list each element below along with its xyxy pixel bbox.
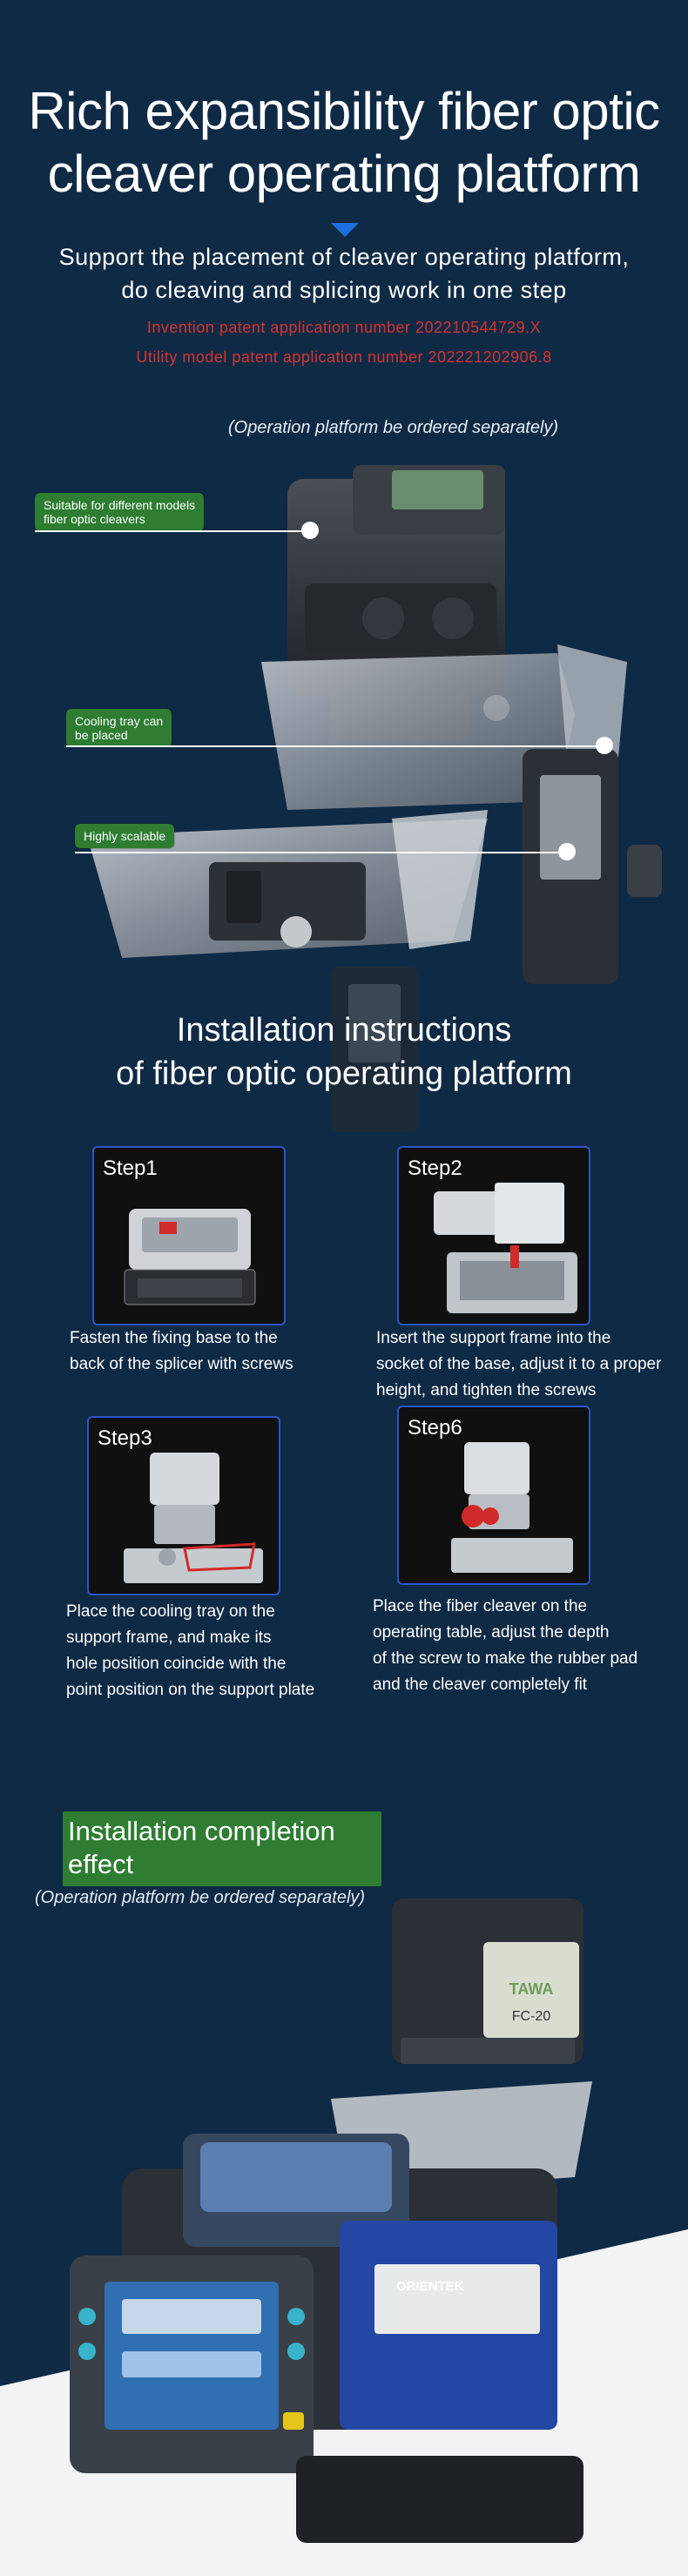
brand-logo-text: TAWA [509,1980,554,1998]
subtitle-line1: Support the placement of cleaver operati… [58,244,630,270]
callout-different-models: Suitable for different models fiber opti… [35,493,205,531]
completion-title-line2: effect [68,1849,134,1879]
page-title: Rich expansibility fiber optic cleaver o… [0,80,688,206]
splicer-brand-text: ORIENTEK [396,2279,464,2294]
step-label: Step6 [408,1416,462,1440]
installation-title: Installation instructions of fiber optic… [0,1008,688,1096]
subtitle-line2: do cleaving and splicing work in one ste… [121,277,567,303]
step3-description: Place the cooling tray on the support fr… [66,1602,315,1699]
callout-line [66,745,604,747]
step1-description: Fasten the fixing base to the back of th… [70,1329,293,1373]
step3-card: Step3 [87,1416,280,1595]
step1-image [124,1209,256,1305]
callout-line [35,530,312,532]
patent-invention: Invention patent application number 2022… [146,319,542,336]
completion-title-line1: Installation completion [68,1816,335,1846]
callout-line [75,852,568,853]
callout-dot [558,843,576,860]
operating-platform-image [87,465,662,1132]
page-title-line1: Rich expansibility fiber optic [28,82,660,140]
step-label: Step1 [103,1157,158,1180]
callout-cooling-tray: Cooling tray can be placed [66,709,172,747]
order-note: (Operation platform be ordered separatel… [228,418,559,437]
patent-utility: Utility model patent application number … [136,348,552,366]
step6-image [451,1442,573,1573]
callout-highly-scalable: Highly scalable [75,824,175,848]
step2-image [434,1183,577,1313]
down-arrow-icon [331,223,359,237]
splicer-with-platform-image: TAWA FC-20 ORIENTEK [70,1898,592,2543]
installation-title-line1: Installation instructions [176,1012,512,1049]
step2-description: Insert the support frame into the socket… [376,1329,662,1399]
hero-subtitle: Support the placement of cleaver operati… [0,240,688,307]
step6-description: Place the fiber cleaver on the operating… [373,1597,638,1694]
step3-image [124,1453,263,1583]
installation-title-line2: of fiber optic operating platform [116,1055,572,1092]
cleaver-image: TAWA FC-20 [392,1898,583,2064]
completion-title: Installation completion effect [63,1811,381,1886]
step2-card: Step2 [397,1146,590,1325]
callout-dot [596,737,613,754]
step-label: Step3 [98,1426,152,1450]
completion-order-note: (Operation platform be ordered separatel… [35,1888,366,1907]
step1-card: Step1 [92,1146,286,1325]
page-title-line2: cleaver operating platform [47,145,641,203]
step-label: Step2 [408,1157,462,1180]
callout-dot [301,522,319,539]
step6-card: Step6 [397,1406,590,1585]
cleaver-model: FC-20 [512,2009,551,2024]
